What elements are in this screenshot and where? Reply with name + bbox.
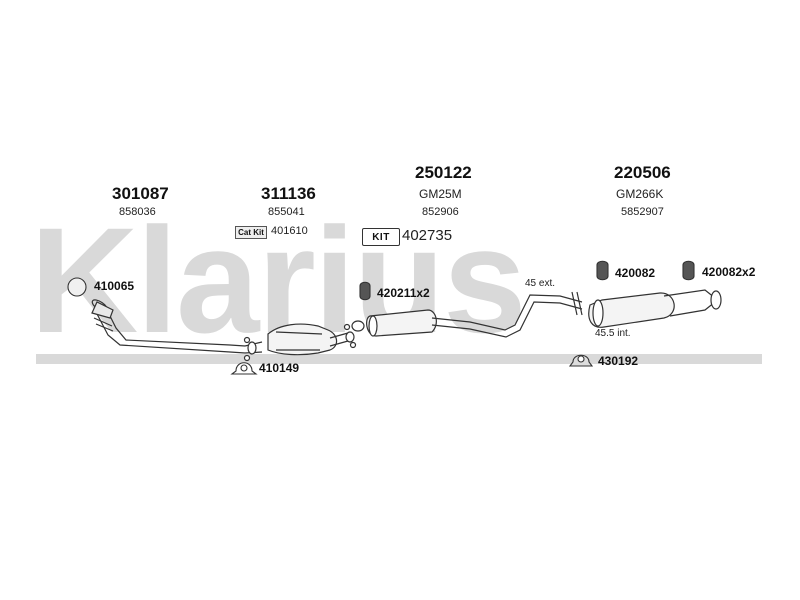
group-3-model: GM25M bbox=[419, 187, 462, 201]
cat-kit-badge: Cat Kit bbox=[235, 226, 267, 239]
group-3-sub: 852906 bbox=[422, 206, 459, 218]
group-4-model: GM266K bbox=[616, 187, 664, 201]
cat-kit-number: 401610 bbox=[271, 225, 308, 237]
hanger-icon-rear2 bbox=[682, 260, 695, 281]
group-4-sub: 5852907 bbox=[621, 206, 664, 218]
hanger-icon-mid bbox=[359, 281, 371, 301]
front-downpipe bbox=[95, 311, 246, 354]
mid-pipe bbox=[431, 294, 583, 331]
rear-joint bbox=[571, 291, 583, 316]
part-label-420082x2: 420082x2 bbox=[702, 265, 756, 279]
group-4-main: 220506 bbox=[614, 163, 671, 182]
group-2-sub: 855041 bbox=[268, 206, 305, 218]
ring-icon-front bbox=[67, 277, 87, 297]
centre-silencer bbox=[366, 309, 437, 337]
group-1-sub: 858036 bbox=[119, 206, 156, 218]
dimension-ext: 45 ext. bbox=[525, 278, 556, 289]
kit-badge: KIT bbox=[362, 228, 400, 246]
part-label-410065: 410065 bbox=[94, 279, 135, 293]
part-label-420082: 420082 bbox=[615, 266, 656, 280]
part-label-410149: 410149 bbox=[259, 361, 300, 375]
dimension-int: 45.5 int. bbox=[595, 328, 631, 339]
part-label-430192: 430192 bbox=[598, 354, 639, 368]
catalytic-converter bbox=[267, 323, 338, 356]
group-3-main: 250122 bbox=[415, 163, 472, 182]
part-label-420211x2: 420211x2 bbox=[377, 286, 430, 300]
group-1-main: 301087 bbox=[112, 184, 169, 203]
kit-number: 402735 bbox=[402, 227, 453, 244]
cat-outlet bbox=[329, 332, 349, 347]
group-2-main: 311136 bbox=[261, 184, 316, 203]
hanger-icon-rear1 bbox=[596, 260, 609, 281]
rear-silencer bbox=[588, 292, 675, 328]
watermark-underline bbox=[36, 354, 762, 364]
